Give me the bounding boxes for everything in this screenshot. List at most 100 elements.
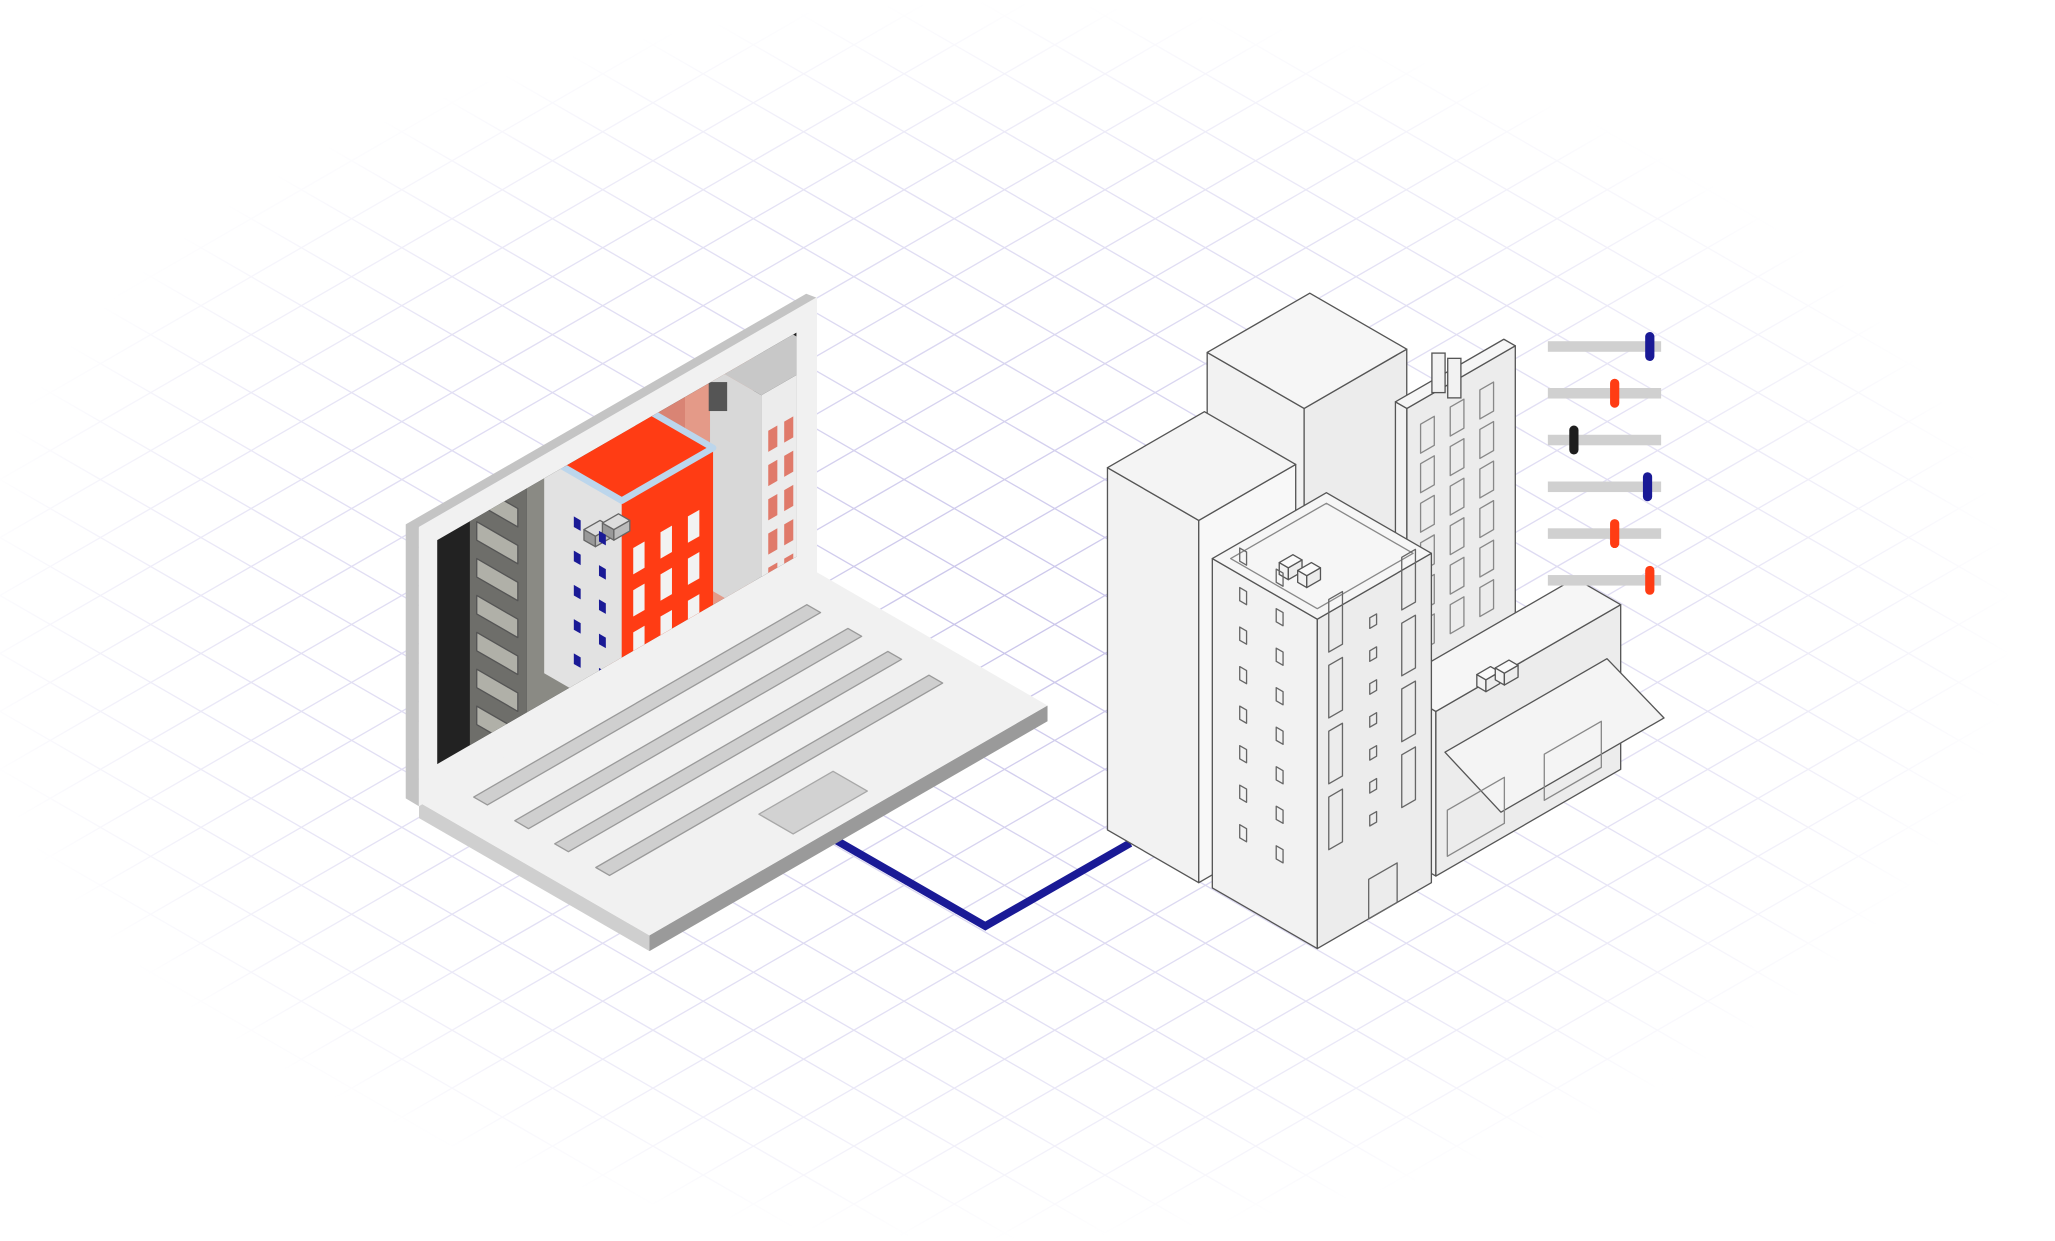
slider-knob[interactable] [1645,332,1655,361]
window [1328,788,1344,851]
screen-building-white [710,332,797,620]
grid-line [0,0,229,133]
slider-4[interactable] [1547,472,1662,502]
keyboard-row [554,650,903,853]
screen-window [633,583,645,617]
slider-controls[interactable] [1547,332,1662,595]
grid-line [1894,1148,2055,1241]
grid-line [1077,0,2055,565]
grid-line [0,0,430,249]
window [1275,687,1284,706]
slider-2[interactable] [1547,378,1662,408]
screen-window [598,633,606,649]
slider-5[interactable] [1547,519,1662,549]
window [1239,547,1248,566]
grid-line [976,0,2055,623]
window [1479,460,1495,499]
window [1401,548,1417,611]
screen-window [598,565,606,580]
right-face [761,355,797,620]
grid-line [0,826,718,1241]
window [1401,746,1417,809]
grid-line [1981,0,2055,43]
grid-line [0,0,932,539]
window [1369,613,1378,630]
grid-line [0,15,2055,1203]
window [1479,420,1495,460]
slider-6[interactable] [1547,565,1662,595]
slider-knob[interactable] [1569,425,1579,455]
slider-track[interactable] [1547,341,1662,352]
right-face [1316,552,1433,950]
grid-line [1780,0,2055,159]
grid-line [1378,0,2055,391]
chimney [708,382,728,412]
window [1275,766,1284,785]
keyboard-row [473,604,822,806]
screen-window [573,619,581,634]
slider-knob[interactable] [1642,472,1653,502]
window [1239,705,1248,724]
window [1479,539,1495,578]
screen-window [784,450,794,477]
keyboard-row [514,627,863,830]
grid-line [1291,800,2055,1241]
grid-line [1880,0,2055,101]
grid-line [890,568,2055,1241]
grid-line [0,0,1937,1118]
window [1369,679,1378,695]
top-face [1278,553,1303,569]
shop-window [1543,720,1602,801]
window [1479,499,1495,539]
grid-line [775,0,2055,739]
window [1369,646,1378,662]
window [1239,824,1248,843]
right-face [649,705,1048,952]
slider-knob[interactable] [1610,519,1620,549]
grid-line [0,0,28,17]
window [1275,805,1284,825]
slider-1[interactable] [1547,332,1662,361]
grid-line [1693,1032,2055,1241]
screen-window [573,516,581,531]
top-face [544,403,714,501]
window [1328,590,1344,653]
slider-track[interactable] [1547,387,1662,399]
window [1275,647,1284,666]
vent-pipe [1431,352,1446,394]
slider-track[interactable] [1547,575,1662,586]
slider-knob[interactable] [1645,565,1655,595]
window [1401,680,1417,743]
window [1369,810,1378,827]
slider-track[interactable] [1547,528,1662,539]
grid-line [1593,974,2055,1241]
grid-line [0,0,531,307]
slider-3[interactable] [1547,425,1662,455]
slider-track[interactable] [1547,434,1662,446]
slider-knob[interactable] [1610,378,1620,408]
screen-window [768,528,778,555]
keyboard-row [595,674,944,877]
top-face [1494,659,1519,674]
stripe [476,668,519,713]
window [1369,744,1378,761]
stripe [476,594,519,639]
screen-window [768,494,778,521]
grid-line [0,73,2024,1241]
screen-window [598,599,606,614]
grid-line [0,0,832,481]
window [1449,517,1465,556]
connection-line [834,837,1133,931]
laptop [405,293,1048,952]
left-face [419,802,650,952]
slider-track[interactable] [1547,481,1662,493]
door [1368,862,1398,920]
grid-line [0,0,1635,944]
grid-line [0,710,919,1241]
screen-window [784,416,794,443]
window [1275,607,1284,627]
screen-window [768,459,778,487]
screen-window [633,541,645,575]
shop-window [1446,776,1506,857]
